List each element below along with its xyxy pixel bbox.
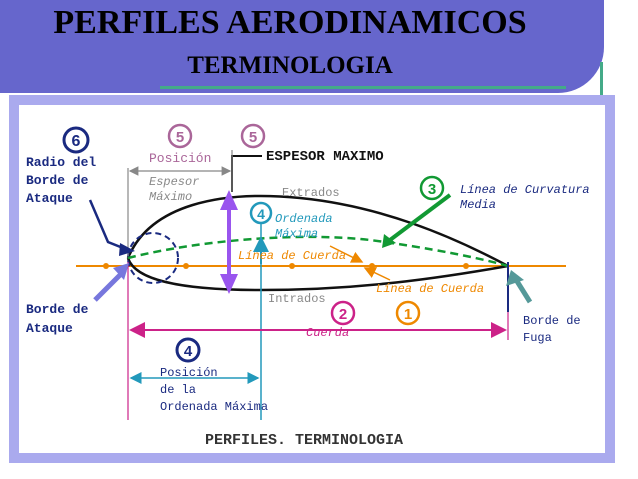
- label-posicion-espesor-1: Posición: [149, 151, 211, 166]
- svg-text:2: 2: [339, 306, 347, 323]
- leading-edge-radius-pointer-head: [119, 243, 135, 256]
- label-radio-borde-2: Borde de: [26, 173, 89, 188]
- label-linea-cuerda-bottom: Línea de Cuerda: [376, 282, 484, 296]
- camber-pointer: [388, 193, 452, 242]
- svg-text:6: 6: [72, 133, 81, 150]
- badge-2: 2: [330, 300, 356, 326]
- badge-5-thickness: 5: [240, 123, 266, 149]
- max-thickness-arrowhead-bottom: [220, 274, 238, 294]
- leading-edge-pointer-head: [113, 263, 129, 280]
- badge-5-position: 5: [167, 123, 193, 149]
- label-ordenada-1: Ordenada: [275, 212, 333, 226]
- label-borde-ataque-2: Ataque: [26, 321, 73, 336]
- label-borde-fuga-2: Fuga: [523, 331, 552, 345]
- max-thickness-arrowhead-top: [220, 190, 238, 210]
- label-linea-cuerda-top: Línea de Cuerda: [238, 249, 346, 263]
- badge-1: 1: [395, 300, 421, 326]
- badge-4-ordinate: 4: [249, 201, 273, 225]
- chord-dot: [463, 263, 469, 269]
- label-curvatura-2: Media: [460, 198, 496, 212]
- label-ordenada-2: Máxima: [275, 227, 318, 241]
- leading-edge-radius-circle: [127, 232, 179, 284]
- svg-text:5: 5: [176, 129, 184, 146]
- label-posicion-espesor-3: Máximo: [149, 190, 192, 204]
- label-radio-borde-3: Ataque: [26, 191, 73, 206]
- label-posicion-espesor-2: Espesor: [149, 175, 199, 189]
- mean-camber-line: [127, 235, 509, 268]
- label-radio-borde-1: Radio del: [26, 155, 96, 170]
- page-subtitle: TERMINOLOGIA: [187, 52, 393, 79]
- label-extrados: Extrados: [282, 186, 340, 200]
- airfoil-upper-surface: [126, 194, 509, 268]
- svg-text:4: 4: [184, 343, 193, 360]
- label-espesor-maximo: ESPESOR MAXIMO: [266, 149, 384, 165]
- badge-4-position: 4: [175, 337, 201, 363]
- svg-text:3: 3: [428, 181, 436, 198]
- badge-6: 6: [62, 126, 90, 154]
- chord-dot: [289, 263, 295, 269]
- svg-text:4: 4: [257, 206, 265, 222]
- label-posicion-ordenada-3: Ordenada Máxima: [160, 400, 268, 414]
- chord-dot: [103, 263, 109, 269]
- airfoil-lower-surface: [126, 257, 509, 292]
- title-underline: [160, 86, 566, 89]
- label-curvatura-1: Línea de Curvatura: [460, 183, 590, 197]
- label-borde-ataque-1: Borde de: [26, 302, 89, 317]
- camber-pointer-head: [382, 234, 396, 248]
- label-cuerda: Cuerda: [306, 326, 349, 340]
- label-posicion-ordenada-1: Posición: [160, 366, 218, 380]
- page-title: PERFILES AERODINAMICOS: [53, 4, 527, 41]
- svg-text:1: 1: [404, 306, 412, 323]
- svg-text:5: 5: [249, 129, 257, 146]
- badge-3: 3: [419, 175, 445, 201]
- chord-pointer-2: [363, 267, 391, 281]
- right-accent-line: [600, 62, 603, 102]
- diagram-caption: PERFILES. TERMINOLOGIA: [205, 432, 403, 449]
- chord-dot: [369, 263, 375, 269]
- trailing-edge-pointer-head: [506, 270, 524, 286]
- label-intrados: Intrados: [268, 292, 326, 306]
- chord-dot: [183, 263, 189, 269]
- chord-pointer-1: [329, 245, 364, 263]
- label-borde-fuga-1: Borde de: [523, 314, 581, 328]
- label-posicion-ordenada-2: de la: [160, 383, 196, 397]
- header-band: [0, 0, 604, 93]
